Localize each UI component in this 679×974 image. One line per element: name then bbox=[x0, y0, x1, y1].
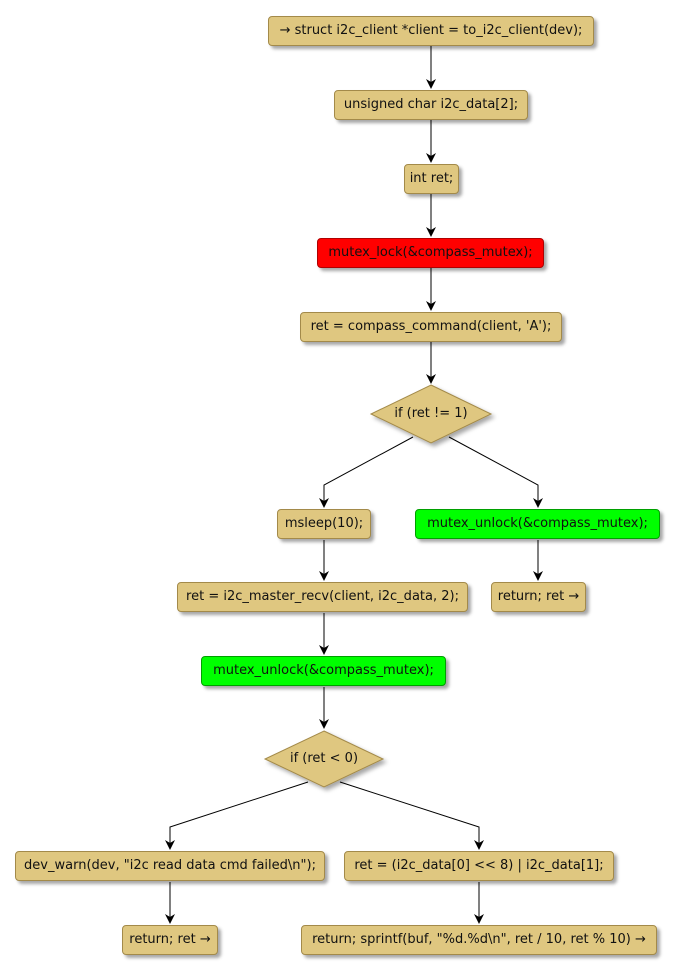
decision-diamond bbox=[369, 384, 493, 444]
statement-node: ret = compass_command(client, 'A'); bbox=[300, 312, 562, 342]
statement-node: dev_warn(dev, "i2c read data cmd failed\… bbox=[15, 851, 325, 881]
decision-diamond bbox=[263, 730, 385, 788]
statement-node: int ret; bbox=[404, 164, 459, 194]
statement-node: ret = i2c_master_recv(client, i2c_data, … bbox=[177, 582, 468, 612]
mutex-lock-node: mutex_lock(&compass_mutex); bbox=[317, 238, 544, 268]
statement-node: unsigned char i2c_data[2]; bbox=[334, 90, 528, 120]
edge bbox=[339, 781, 484, 850]
return-node: return; sprintf(buf, "%d.%d\n", ret / 10… bbox=[301, 925, 657, 955]
statement-node: → struct i2c_client *client = to_i2c_cli… bbox=[268, 16, 594, 46]
decision-label: if (ret != 1) bbox=[394, 406, 468, 421]
return-node: return; ret → bbox=[491, 582, 586, 612]
edge bbox=[319, 436, 414, 508]
statement-node: msleep(10); bbox=[277, 509, 371, 539]
return-node: return; ret → bbox=[122, 925, 218, 955]
statement-node: ret = (i2c_data[0] << 8) | i2c_data[1]; bbox=[344, 851, 614, 881]
edge bbox=[448, 436, 543, 508]
edge bbox=[165, 781, 309, 850]
decision-label: if (ret < 0) bbox=[289, 751, 359, 766]
mutex-unlock-node: mutex_unlock(&compass_mutex); bbox=[415, 509, 660, 539]
mutex-unlock-node: mutex_unlock(&compass_mutex); bbox=[201, 656, 446, 686]
